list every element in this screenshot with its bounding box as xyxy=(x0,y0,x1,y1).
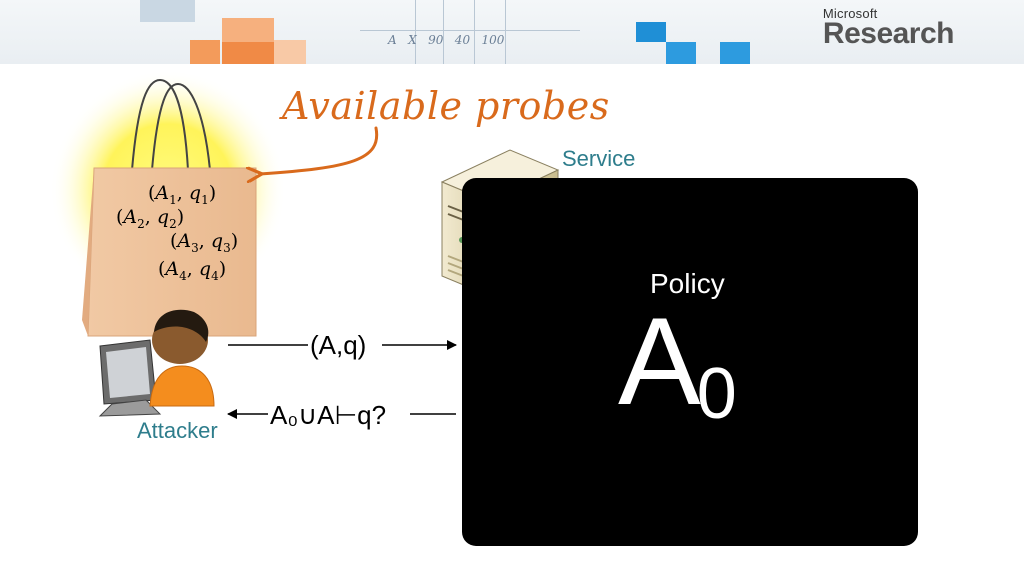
microsoft-research-logo: Microsoft Research xyxy=(822,6,955,50)
probe-a: A xyxy=(165,258,180,280)
policy-symbol-letter: A xyxy=(618,293,701,431)
banner-decor-square xyxy=(666,42,696,64)
probe-q: q xyxy=(188,182,202,204)
probe-a: A xyxy=(155,182,170,204)
banner-decor-square xyxy=(140,0,195,22)
header-banner: A X 90 40 100 Microsoft Research xyxy=(0,0,1024,64)
probe-index: 1 xyxy=(169,192,177,207)
probe-index: 3 xyxy=(191,240,199,255)
banner-decor-square xyxy=(274,40,306,64)
probe-item: (A2, q2) xyxy=(116,206,185,231)
brand-main: Research xyxy=(822,17,955,50)
banner-decor-square xyxy=(222,42,274,64)
probe-item: (A4, q4) xyxy=(158,258,227,283)
policy-label: Policy xyxy=(650,268,725,299)
probe-index: 2 xyxy=(137,216,145,231)
probe-index: 3 xyxy=(223,240,231,255)
banner-decor-square xyxy=(720,42,750,64)
policy-symbol-subscript: 0 xyxy=(696,354,737,434)
attacker-label: Attacker xyxy=(137,418,218,443)
policy-box xyxy=(462,178,918,546)
request-message: (A,q) xyxy=(308,330,369,360)
probe-a: A xyxy=(123,206,138,228)
probe-q: q xyxy=(210,230,224,252)
probe-item: (A3, q3) xyxy=(170,230,239,255)
banner-decor-square xyxy=(222,18,274,42)
service-label: Service xyxy=(562,146,636,171)
probe-index: 2 xyxy=(169,216,177,231)
probe-q: q xyxy=(156,206,170,228)
probe-q: q xyxy=(198,258,212,280)
probe-index: 4 xyxy=(211,268,219,283)
available-probes-title: Available probes xyxy=(282,84,610,128)
probes-pointer-arrow xyxy=(260,126,379,174)
probe-index: 4 xyxy=(179,268,187,283)
banner-decor-square xyxy=(190,40,220,64)
probe-a: A xyxy=(177,230,192,252)
response-message: A₀∪A⊢q? xyxy=(268,400,389,430)
policy-symbol: A0 xyxy=(618,300,741,442)
probe-index: 1 xyxy=(201,192,209,207)
shopping-bag-icon xyxy=(82,78,257,337)
brand-top: Microsoft xyxy=(822,6,878,21)
attacker-computer-icon xyxy=(98,309,215,417)
banner-decor-square xyxy=(636,22,666,42)
probe-item: (A1, q1) xyxy=(148,182,217,207)
